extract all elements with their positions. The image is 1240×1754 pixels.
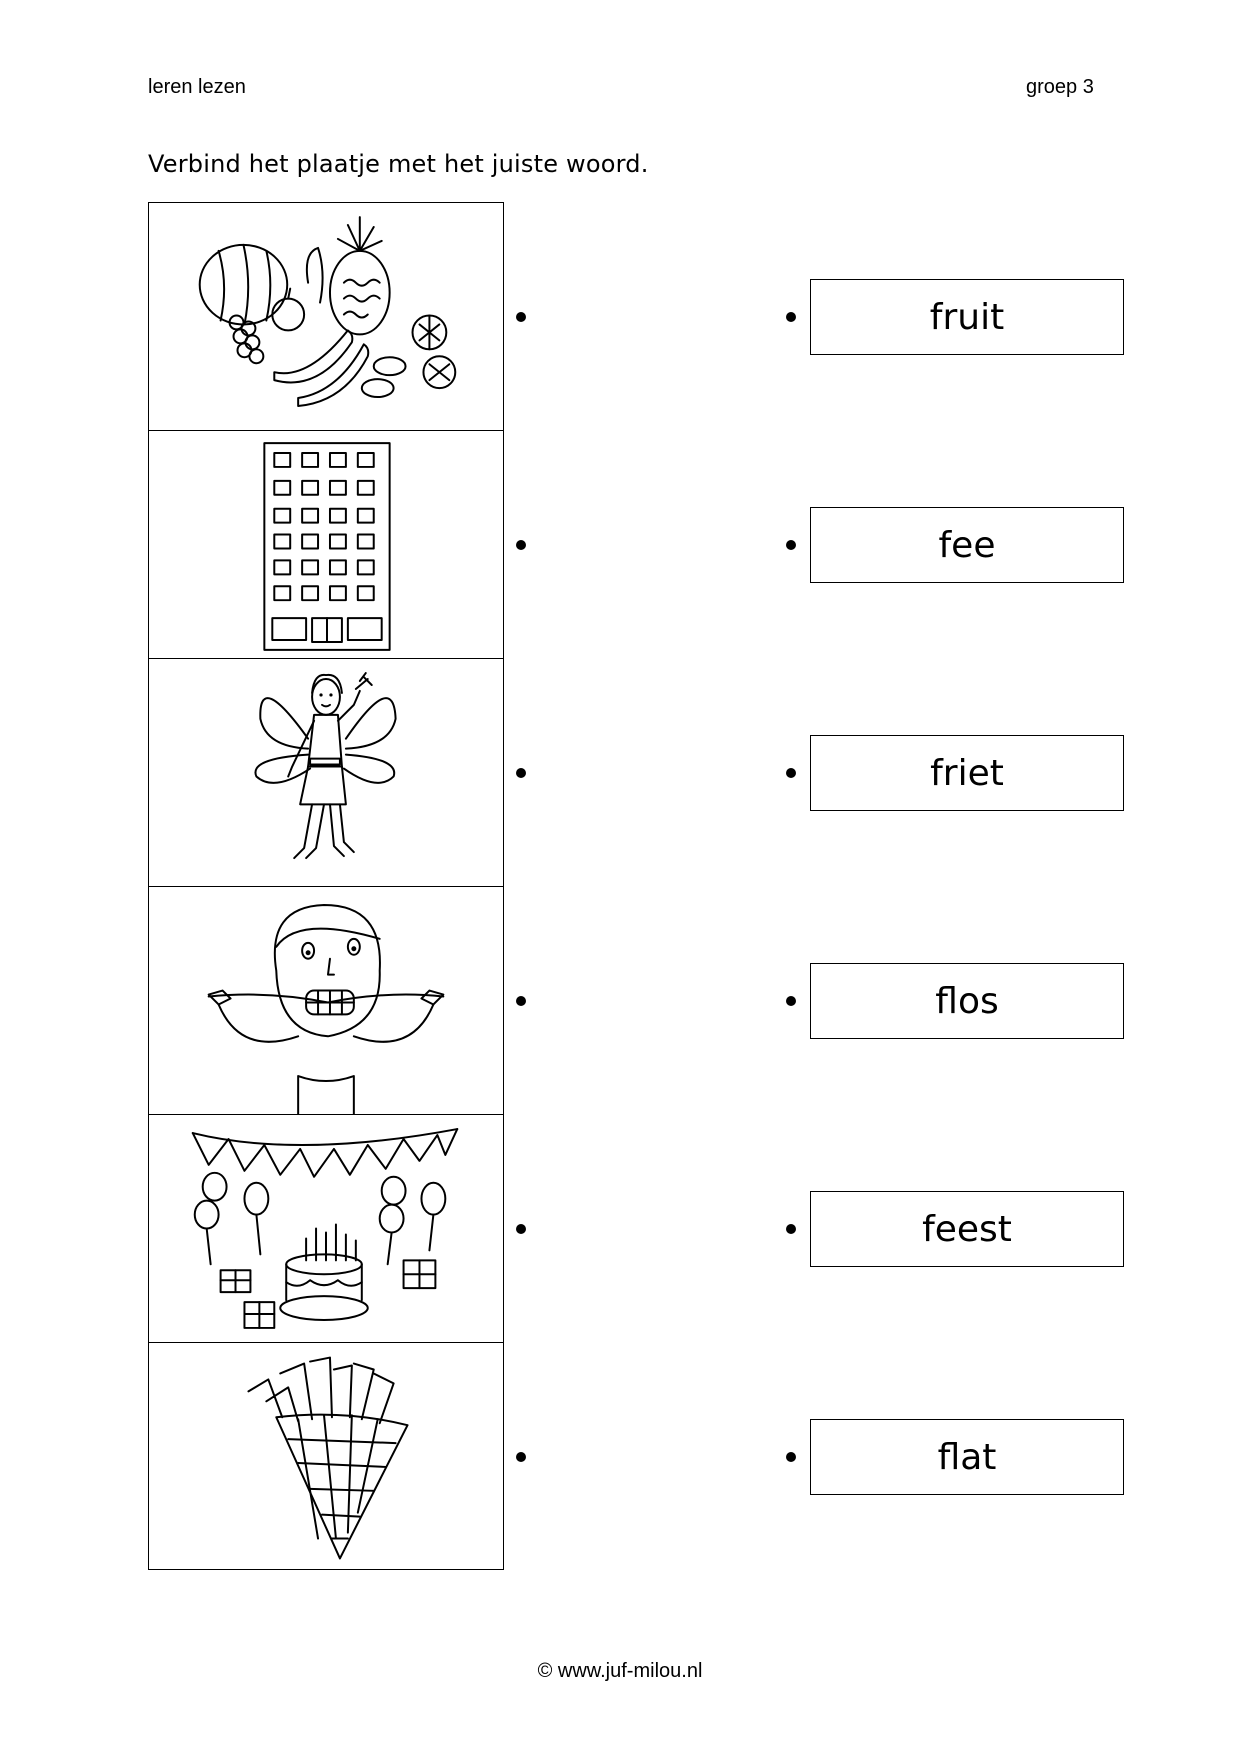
instruction-text: Verbind het plaatje met het juiste woord… [148, 150, 649, 178]
word-connector-dot[interactable] [786, 768, 796, 778]
word-connector-dot[interactable] [786, 540, 796, 550]
word-box-fee: fee [810, 507, 1124, 583]
picture-connector-dot[interactable] [516, 540, 526, 550]
picture-cell-flat [149, 431, 503, 659]
word-connector-dot[interactable] [786, 996, 796, 1006]
party-cake-icon [191, 1128, 459, 1329]
word-connector-dot[interactable] [786, 1452, 796, 1462]
copyright-footer: © www.juf-milou.nl [537, 1660, 703, 1682]
word-box-feest: feest [810, 1191, 1124, 1267]
word-connector-dot[interactable] [786, 312, 796, 322]
word-box-flos: flos [810, 963, 1124, 1039]
picture-connector-dot[interactable] [516, 1224, 526, 1234]
picture-connector-dot[interactable] [516, 996, 526, 1006]
grade-label: groep 3 [1026, 76, 1094, 98]
fruit-basket-icon [198, 216, 457, 407]
word-box-fruit: fruit [810, 279, 1124, 355]
picture-cell-flos [149, 887, 503, 1115]
word-box-flat: flat [810, 1419, 1124, 1495]
apartment-building-icon [263, 442, 391, 651]
subject-label: leren lezen [148, 76, 246, 98]
fries-cone-icon [247, 1356, 409, 1560]
picture-connector-dot[interactable] [516, 312, 526, 322]
picture-cell-friet [149, 1343, 503, 1571]
picture-cell-feest [149, 1115, 503, 1343]
fairy-icon [254, 672, 397, 860]
word-box-friet: friet [810, 735, 1124, 811]
picture-column [148, 202, 504, 1570]
picture-cell-fruit [149, 203, 503, 431]
word-connector-dot[interactable] [786, 1224, 796, 1234]
flossing-boy-icon [207, 904, 445, 1114]
picture-connector-dot[interactable] [516, 768, 526, 778]
picture-connector-dot[interactable] [516, 1452, 526, 1462]
picture-cell-fee [149, 659, 503, 887]
